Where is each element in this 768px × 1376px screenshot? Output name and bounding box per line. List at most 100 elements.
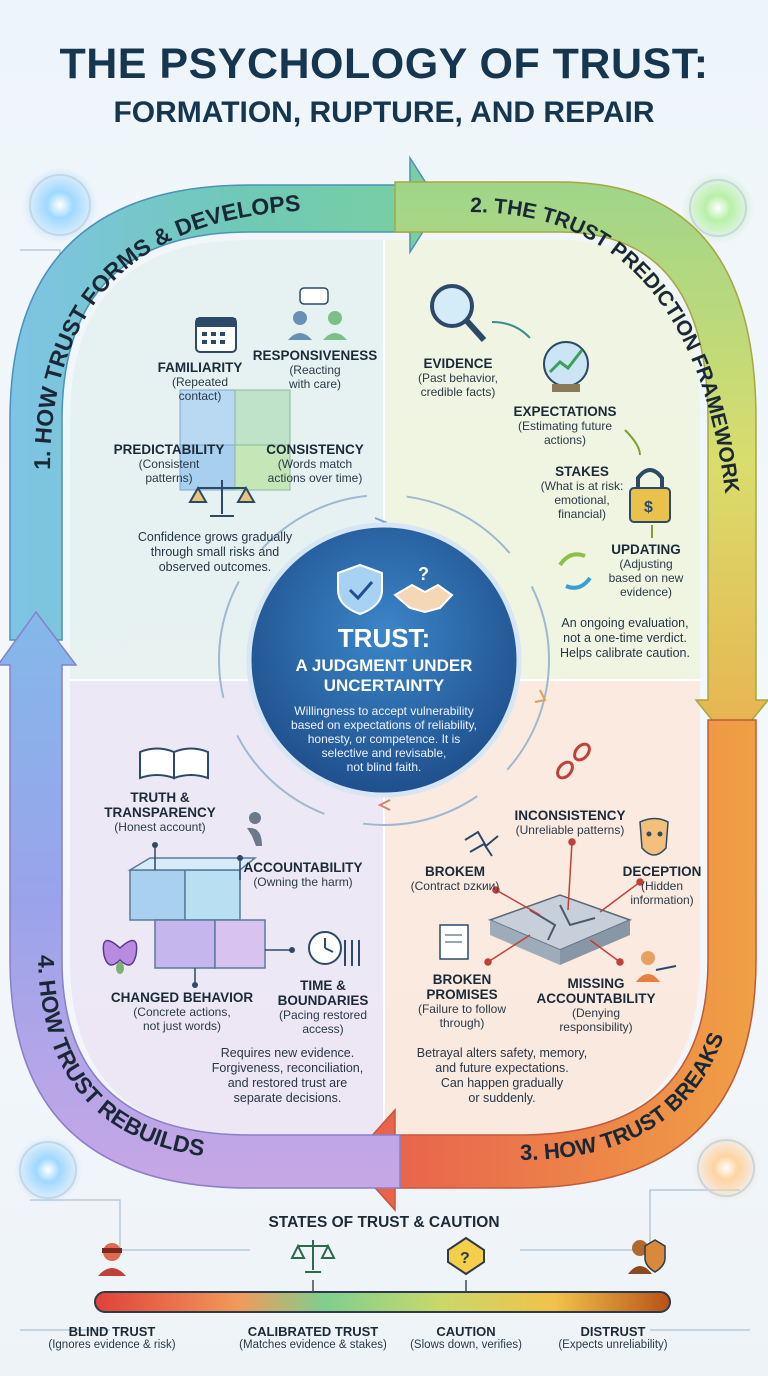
clock-icon (308, 931, 360, 966)
center-subtitle: A JUDGMENT UNDER UNCERTAINTY (252, 656, 516, 696)
predictability-sub-2: patterns) (145, 471, 193, 485)
updating-label: UPDATING (611, 542, 681, 557)
balance-icon (290, 1240, 336, 1273)
time-boundaries-item: TIME & BOUNDARIES (Pacing restored acces… (268, 978, 378, 1036)
accountability-sub-1: (Owning the harm) (253, 875, 353, 889)
missing-accountability-label-1: MISSING (567, 976, 625, 991)
broken-chain-icon (556, 742, 591, 780)
truth-transparency-item: TRUTH & TRANSPARENCY (Honest account) (100, 790, 220, 834)
center-title: TRUST: (337, 623, 431, 653)
familiarity-item: FAMILIARITY (Repeated contact) (140, 360, 260, 403)
rebuilds-summary-line-4: separate decisions. (233, 1091, 342, 1105)
predictability-sub-1: (Consistent (138, 457, 200, 471)
broken-promises-label-1: BROKEN (432, 972, 492, 987)
stakes-sub-3: financial) (557, 507, 607, 521)
responsiveness-sub-2: with care) (288, 377, 341, 391)
butterfly-icon (102, 939, 138, 974)
missing-accountability-item: MISSING ACCOUNTABILITY (Denying responsi… (528, 976, 664, 1034)
stakes-label: STAKES (555, 464, 609, 479)
evidence-sub-2: credible facts) (420, 385, 496, 399)
familiarity-sub-2: contact) (178, 389, 222, 403)
time-label-2: BOUNDARIES (277, 993, 369, 1008)
bowing-person-icon (247, 812, 262, 846)
missing-accountability-label-2: ACCOUNTABILITY (536, 991, 656, 1006)
changed-behavior-item: CHANGED BEHAVIOR (Concrete actions, not … (100, 990, 264, 1033)
brokem-label: BROKEM (425, 864, 485, 879)
consistency-sub-1: (Words match (277, 457, 353, 471)
puzzle-icon (179, 389, 291, 491)
svg-text:?: ? (460, 1250, 470, 1267)
shield-icon (337, 563, 383, 616)
people-talking-icon (288, 287, 347, 340)
pointing-person-icon (636, 951, 677, 982)
state-sub: (Expects unreliability) (558, 1339, 668, 1351)
updating-sub-1: (Adjusting (619, 557, 673, 571)
blindfold-person-icon (98, 1243, 126, 1276)
broken-promises-item: BROKEN PROMISES (Failure to follow throu… (402, 972, 522, 1030)
breaks-summary-line-1: Betrayal alters safety, memory, (416, 1046, 588, 1060)
magnifier-icon (430, 284, 487, 343)
center-subtitle-line-2: UNCERTAINTY (323, 676, 445, 695)
predictability-label: PREDICTABILITY (113, 442, 225, 457)
center-desc-line-4: selective and revisable, (321, 746, 447, 760)
truth-label-2: TRANSPARENCY (104, 805, 216, 820)
inconsistency-sub-1: (Unreliable patterns) (515, 823, 625, 837)
time-sub-2: access) (302, 1022, 344, 1036)
consistency-sub-2: actions over time) (267, 471, 363, 485)
rebuilds-summary: Requires new evidence. Forgiveness, reco… (200, 1046, 375, 1106)
prediction-summary-line-2: not a one-time verdict. (563, 631, 687, 645)
forms-summary-line-2: through small risks and (150, 545, 280, 559)
truth-label-1: TRUTH & (130, 790, 190, 805)
updating-item: UPDATING (Adjusting based on new evidenc… (596, 542, 696, 599)
stakes-sub-2: emotional, (554, 493, 610, 507)
state-blind-trust: BLIND TRUST (Ignores evidence & risk) (17, 1324, 207, 1351)
trust-state-bar (94, 1291, 671, 1313)
puzzle-cubes-icon (127, 857, 266, 969)
expectations-label: EXPECTATIONS (513, 404, 617, 419)
states-title: STATES OF TRUST & CAUTION (268, 1214, 500, 1231)
state-label: BLIND TRUST (68, 1324, 156, 1339)
state-distrust: DISTRUST (Expects unreliability) (518, 1324, 708, 1351)
handshake-icon: ? (393, 564, 454, 614)
missing-accountability-sub-2: responsibility) (559, 1020, 633, 1034)
deception-sub-2: information) (630, 893, 694, 907)
breaks-summary-line-3: Can happen gradually (440, 1076, 564, 1090)
rebuilds-summary-line-2: Forgiveness, reconciliation, (211, 1061, 364, 1075)
state-caution: CAUTION (Slows down, verifies) (371, 1324, 561, 1351)
forms-summary-line-3: observed outcomes. (158, 560, 272, 574)
missing-accountability-sub-1: (Denying (571, 1006, 621, 1020)
accountability-item: ACCOUNTABILITY (Owning the harm) (238, 860, 368, 889)
prediction-summary: An ongoing evaluation, not a one-time ve… (540, 616, 710, 661)
consistency-item: CONSISTENCY (Words match actions over ti… (250, 442, 380, 485)
deception-label: DECEPTION (622, 864, 702, 879)
guarded-person-icon (628, 1239, 666, 1274)
cracked-slab-icon (487, 894, 633, 965)
mask-icon (639, 817, 669, 856)
evidence-label: EVIDENCE (423, 356, 493, 371)
state-label: DISTRUST (580, 1324, 646, 1339)
inconsistency-item: INCONSISTENCY (Unreliable patterns) (505, 808, 635, 837)
expectations-sub-1: (Estimating future (517, 419, 613, 433)
page-title: THE PSYCHOLOGY OF TRUST: (59, 40, 709, 88)
breaks-summary: Betrayal alters safety, memory, and futu… (392, 1046, 612, 1106)
evidence-item: EVIDENCE (Past behavior, credible facts) (398, 356, 518, 399)
center-desc-line-5: not blind faith. (346, 760, 422, 774)
warning-question-icon: ? (447, 1236, 485, 1276)
svg-text:?: ? (418, 564, 429, 584)
document-icon (439, 924, 469, 960)
center-subtitle-line-1: A JUDGMENT UNDER (295, 656, 473, 675)
broken-promises-sub-1: (Failure to follow (417, 1002, 507, 1016)
scales-icon (188, 480, 256, 517)
truth-sub-1: (Honest account) (114, 820, 206, 834)
rebuilds-summary-line-3: and restored trust are (227, 1076, 348, 1090)
center-description: Willingness to accept vulnerability base… (268, 704, 500, 774)
state-sub: (Ignores evidence & risk) (48, 1339, 176, 1351)
broken-promises-sub-2: through) (439, 1016, 485, 1030)
inconsistency-label: INCONSISTENCY (514, 808, 626, 823)
changed-behavior-sub-2: not just words) (142, 1019, 222, 1033)
refresh-icon (558, 552, 592, 590)
expectations-item: EXPECTATIONS (Estimating future actions) (503, 404, 627, 447)
breaks-summary-line-2: and future expectations. (435, 1061, 569, 1075)
updating-sub-2: based on new (608, 571, 684, 585)
svg-text:$: $ (644, 499, 653, 516)
